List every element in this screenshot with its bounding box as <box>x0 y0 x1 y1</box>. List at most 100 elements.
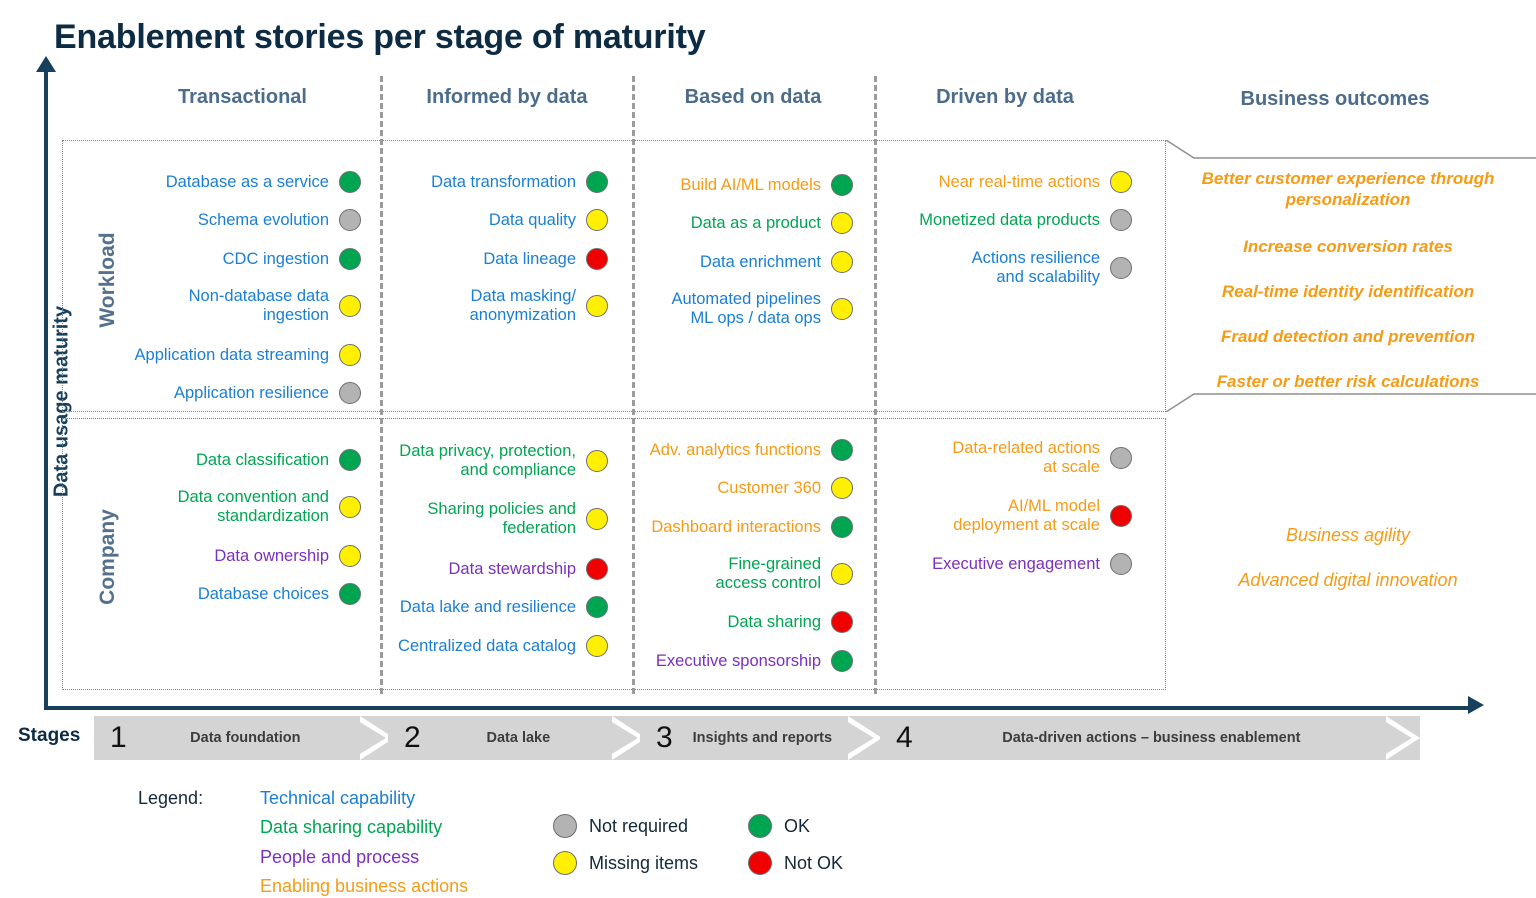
capability-item[interactable]: Database as a service <box>67 166 361 198</box>
capability-item[interactable]: Monetized data products <box>848 204 1132 236</box>
capability-item[interactable]: Data transformation <box>324 166 608 198</box>
capability-item[interactable]: Data enrichment <box>579 246 853 278</box>
status-dot-missing <box>553 851 577 875</box>
stage-label: Data lake <box>486 730 551 746</box>
legend-category: Technical capability <box>260 788 416 808</box>
status-dot-ok[interactable] <box>339 449 361 471</box>
capability-item[interactable]: Centralized data catalog <box>324 630 608 662</box>
status-dot-ok[interactable] <box>339 248 361 270</box>
capability-item[interactable]: Sharing policies and federation <box>324 500 608 537</box>
capability-label: Data ownership <box>214 546 329 565</box>
capability-item[interactable]: Data masking/ anonymization <box>324 287 608 324</box>
status-dot-ok[interactable] <box>831 650 853 672</box>
capability-label: Data as a product <box>690 213 821 232</box>
status-dot-not-required[interactable] <box>339 382 361 404</box>
status-dot-missing[interactable] <box>831 251 853 273</box>
capability-item[interactable]: Data classification <box>67 444 361 476</box>
stage-number: 4 <box>896 721 913 754</box>
capability-item[interactable]: Data lake and resilience <box>324 591 608 623</box>
capability-item[interactable]: Schema evolution <box>67 204 361 236</box>
status-dot-missing[interactable] <box>831 298 853 320</box>
capability-item[interactable]: Executive engagement <box>848 548 1132 580</box>
column-header-based-on-data: Based on data <box>684 86 822 108</box>
capability-item[interactable]: Data lineage <box>324 243 608 275</box>
capability-item[interactable]: Customer 360 <box>579 472 853 504</box>
status-dot-missing[interactable] <box>831 563 853 585</box>
capability-item[interactable]: Data quality <box>324 204 608 236</box>
capability-label: Data masking/ anonymization <box>469 287 576 324</box>
capability-item[interactable]: Actions resilience and scalability <box>848 249 1132 286</box>
status-dot-missing[interactable] <box>586 450 608 472</box>
capability-item[interactable]: Database choices <box>67 578 361 610</box>
capability-item[interactable]: Non-database data ingestion <box>67 287 361 324</box>
status-dot-missing[interactable] <box>1110 171 1132 193</box>
capability-item[interactable]: Data as a product <box>579 207 853 239</box>
status-dot-not-required[interactable] <box>1110 447 1132 469</box>
capability-item[interactable]: Dashboard interactions <box>579 511 853 543</box>
capability-label: Data lake and resilience <box>399 597 576 616</box>
status-dot-missing[interactable] <box>339 295 361 317</box>
capability-item[interactable]: Automated pipelines ML ops / data ops <box>579 290 853 327</box>
capability-item[interactable]: Application resilience <box>67 377 361 409</box>
capability-item[interactable]: Data convention and standardization <box>67 488 361 525</box>
business-outcome-company: Business agility <box>1285 525 1411 545</box>
capability-item[interactable]: Application data streaming <box>67 339 361 371</box>
status-dot-not-ok[interactable] <box>586 558 608 580</box>
status-dot-ok[interactable] <box>586 171 608 193</box>
column-header-transactional: Transactional <box>178 86 307 108</box>
capability-item[interactable]: Adv. analytics functions <box>579 434 853 466</box>
capability-item[interactable]: Data-related actions at scale <box>848 439 1132 476</box>
capability-item[interactable]: Executive sponsorship <box>579 645 853 677</box>
capability-label: Automated pipelines ML ops / data ops <box>671 290 821 327</box>
status-dot-not-ok[interactable] <box>586 248 608 270</box>
capability-item[interactable]: Build AI/ML models <box>579 169 853 201</box>
capability-label: Database choices <box>197 584 329 603</box>
capability-item[interactable]: Data ownership <box>67 540 361 572</box>
business-outcome-workload: Faster or better risk calculations <box>1216 372 1480 391</box>
status-dot-not-required[interactable] <box>1110 553 1132 575</box>
status-dot-not-required[interactable] <box>1110 209 1132 231</box>
status-dot-ok[interactable] <box>831 516 853 538</box>
capability-label: Application resilience <box>173 383 329 402</box>
business-outcome-company: Advanced digital innovation <box>1238 570 1458 590</box>
capability-item[interactable]: Data sharing <box>579 606 853 638</box>
status-dot-missing[interactable] <box>586 209 608 231</box>
status-dot-missing[interactable] <box>339 496 361 518</box>
capability-item[interactable]: CDC ingestion <box>67 243 361 275</box>
business-outcome-workload: Real-time identity identification <box>1221 282 1475 301</box>
legend-category: Enabling business actions <box>260 876 469 896</box>
status-dot-missing[interactable] <box>586 635 608 657</box>
status-dot-ok[interactable] <box>339 583 361 605</box>
capability-item[interactable]: Data stewardship <box>324 553 608 585</box>
status-dot-not-required[interactable] <box>1110 257 1132 279</box>
status-dot-missing[interactable] <box>831 477 853 499</box>
status-dot-missing[interactable] <box>831 212 853 234</box>
capability-item[interactable]: Near real-time actions <box>848 166 1132 198</box>
status-dot-missing[interactable] <box>586 295 608 317</box>
status-dot-not-ok[interactable] <box>1110 505 1132 527</box>
status-dot-not-ok[interactable] <box>831 611 853 633</box>
status-dot-ok[interactable] <box>339 171 361 193</box>
legend-status-not-required: Not required <box>553 814 688 838</box>
capability-item[interactable]: Fine-grained access control <box>579 555 853 592</box>
status-dot-missing[interactable] <box>339 344 361 366</box>
status-dot-ok <box>748 814 772 838</box>
column-separator-3 <box>874 76 877 694</box>
capability-item[interactable]: AI/ML model deployment at scale <box>848 497 1132 534</box>
capability-item[interactable]: Data privacy, protection, and compliance <box>324 442 608 479</box>
status-dot-missing[interactable] <box>339 545 361 567</box>
status-dot-ok[interactable] <box>586 596 608 618</box>
status-dot-ok[interactable] <box>831 439 853 461</box>
legend-label: Legend: <box>138 788 204 808</box>
capability-label: Data transformation <box>431 172 576 191</box>
status-dot-missing[interactable] <box>586 508 608 530</box>
business-outcome-workload: Better customer experience through perso… <box>1201 169 1495 209</box>
status-dot-not-required[interactable] <box>339 209 361 231</box>
capability-label: Executive sponsorship <box>655 651 821 670</box>
status-dot-ok[interactable] <box>831 174 853 196</box>
